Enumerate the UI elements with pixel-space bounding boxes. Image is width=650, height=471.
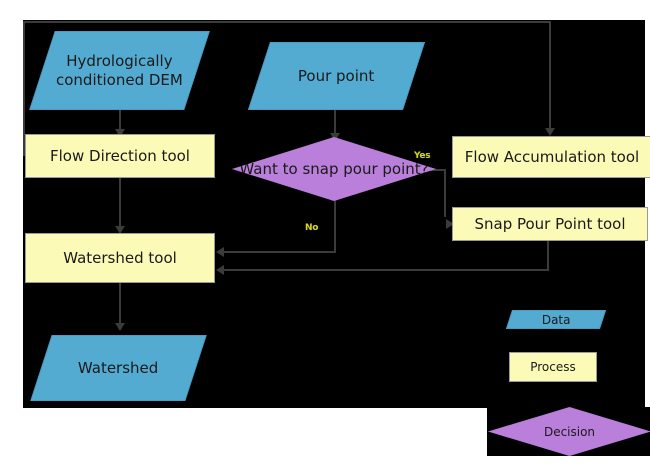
arrowhead-watershed-tool-right-lower: [216, 265, 224, 275]
node-flow-direction-tool[interactable]: Flow Direction tool: [25, 134, 215, 178]
connector-pour-point-to-decision: [334, 110, 336, 138]
legend-item-data: Data: [505, 310, 607, 329]
node-pour-point-label: Pour point: [298, 66, 375, 85]
node-flow-accumulation-tool-label: Flow Accumulation tool: [464, 147, 640, 166]
node-want-to-snap-label: Want to snap pour point?: [239, 159, 429, 178]
node-pour-point[interactable]: Pour point: [247, 42, 426, 110]
node-watershed-label: Watershed: [78, 358, 159, 377]
legend-item-data-label: Data: [541, 312, 571, 327]
node-watershed-tool-label: Watershed tool: [63, 248, 177, 267]
arrowhead-decision: [330, 133, 340, 141]
connector-down-to-flow-accumulation: [549, 21, 551, 131]
arrowhead-watershed-tool-right-upper: [216, 247, 224, 257]
arrowhead-watershed-tool-top: [115, 226, 125, 234]
connector-no-down: [334, 200, 336, 252]
connector-dem-top-bus: [23, 21, 551, 23]
node-flow-direction-tool-label: Flow Direction tool: [50, 146, 190, 165]
node-snap-pour-point-tool-label: Snap Pour Point tool: [474, 214, 626, 233]
connector-dem-left-down: [23, 21, 25, 155]
connector-yes-down: [444, 169, 446, 217]
connector-no-left: [222, 251, 336, 253]
node-snap-pour-point-tool[interactable]: Snap Pour Point tool: [452, 207, 648, 241]
node-watershed[interactable]: Watershed: [30, 335, 207, 401]
arrowhead-flow-direction: [115, 129, 125, 137]
node-watershed-tool[interactable]: Watershed tool: [25, 233, 215, 283]
connector-snap-down: [547, 241, 549, 270]
node-hydro-dem[interactable]: Hydrologically conditioned DEM: [29, 31, 210, 110]
node-hydro-dem-label: Hydrologically conditioned DEM: [56, 51, 183, 89]
arrowhead-watershed: [115, 323, 125, 331]
connector-flow-direction-to-watershed-tool: [119, 178, 121, 230]
arrowhead-flow-accumulation: [545, 128, 555, 136]
connector-dem-to-flow-direction: [119, 110, 121, 134]
edge-label-no: No: [305, 223, 319, 233]
legend-item-process-label: Process: [530, 360, 576, 374]
connector-snap-left: [222, 269, 549, 271]
connector-watershed-tool-to-watershed: [119, 283, 121, 327]
edge-label-yes: Yes: [414, 151, 431, 161]
legend-item-process: Process: [509, 352, 597, 382]
node-flow-accumulation-tool[interactable]: Flow Accumulation tool: [452, 136, 650, 178]
legend-item-decision-label: Decision: [543, 424, 596, 439]
